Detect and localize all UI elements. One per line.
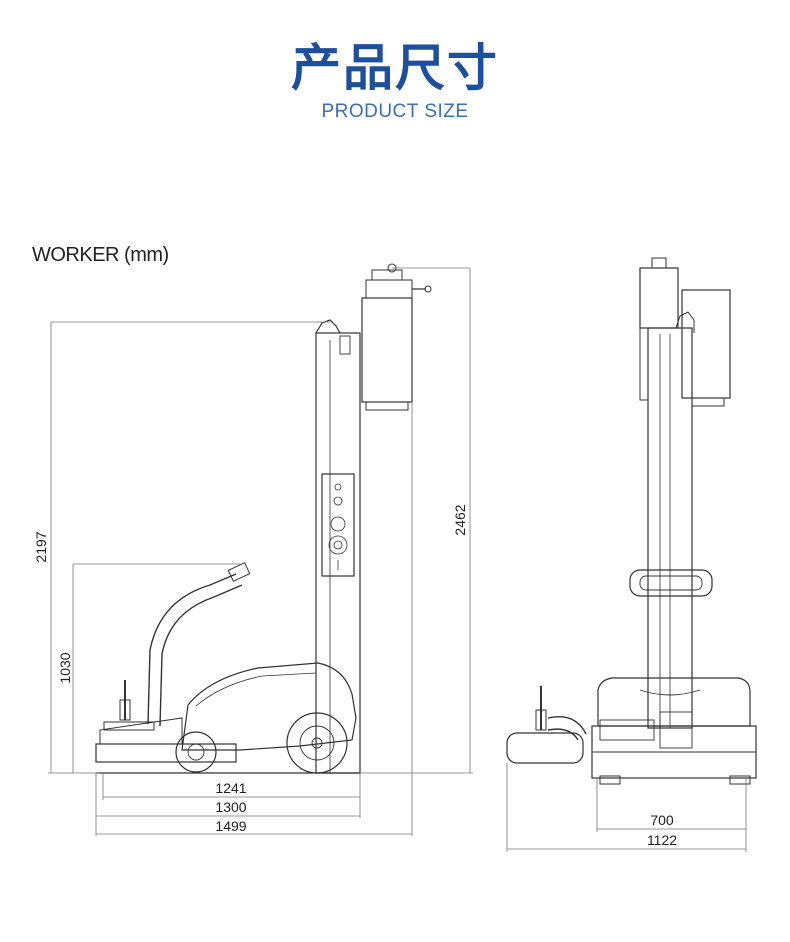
dim-handle-height: 1030 [57,652,73,683]
side-body-housing [181,662,357,751]
side-handle [147,573,237,725]
dim-mast-height: 2462 [452,504,468,535]
side-view [95,263,432,774]
front-view [506,257,757,785]
front-lift-box [681,289,731,399]
side-dimension-lines [48,267,473,836]
dim-overall-length: 1499 [215,818,246,834]
front-handle [629,569,713,597]
page-subtitle: PRODUCT SIZE [321,101,469,122]
front-dimension-lines [506,763,747,852]
side-front-wheel [175,731,217,773]
side-rear-wheel [286,712,348,774]
dim-overall-width: 1122 [647,832,677,848]
side-mast [315,332,361,774]
dim-wheelbase-length: 1241 [215,780,246,796]
front-pedal [506,732,584,764]
side-footplate [95,743,237,763]
dim-overall-height: 2197 [33,531,49,562]
front-body-housing [597,677,751,727]
section-label: WORKER (mm) [32,244,169,266]
front-mast-head [639,267,679,329]
page-title: 产品尺寸 [291,39,499,97]
dim-base-width: 700 [650,812,674,828]
dim-body-length: 1300 [215,799,246,815]
side-lift-box [361,297,413,403]
side-control-panel [321,473,355,577]
side-mast-cap [315,319,341,334]
